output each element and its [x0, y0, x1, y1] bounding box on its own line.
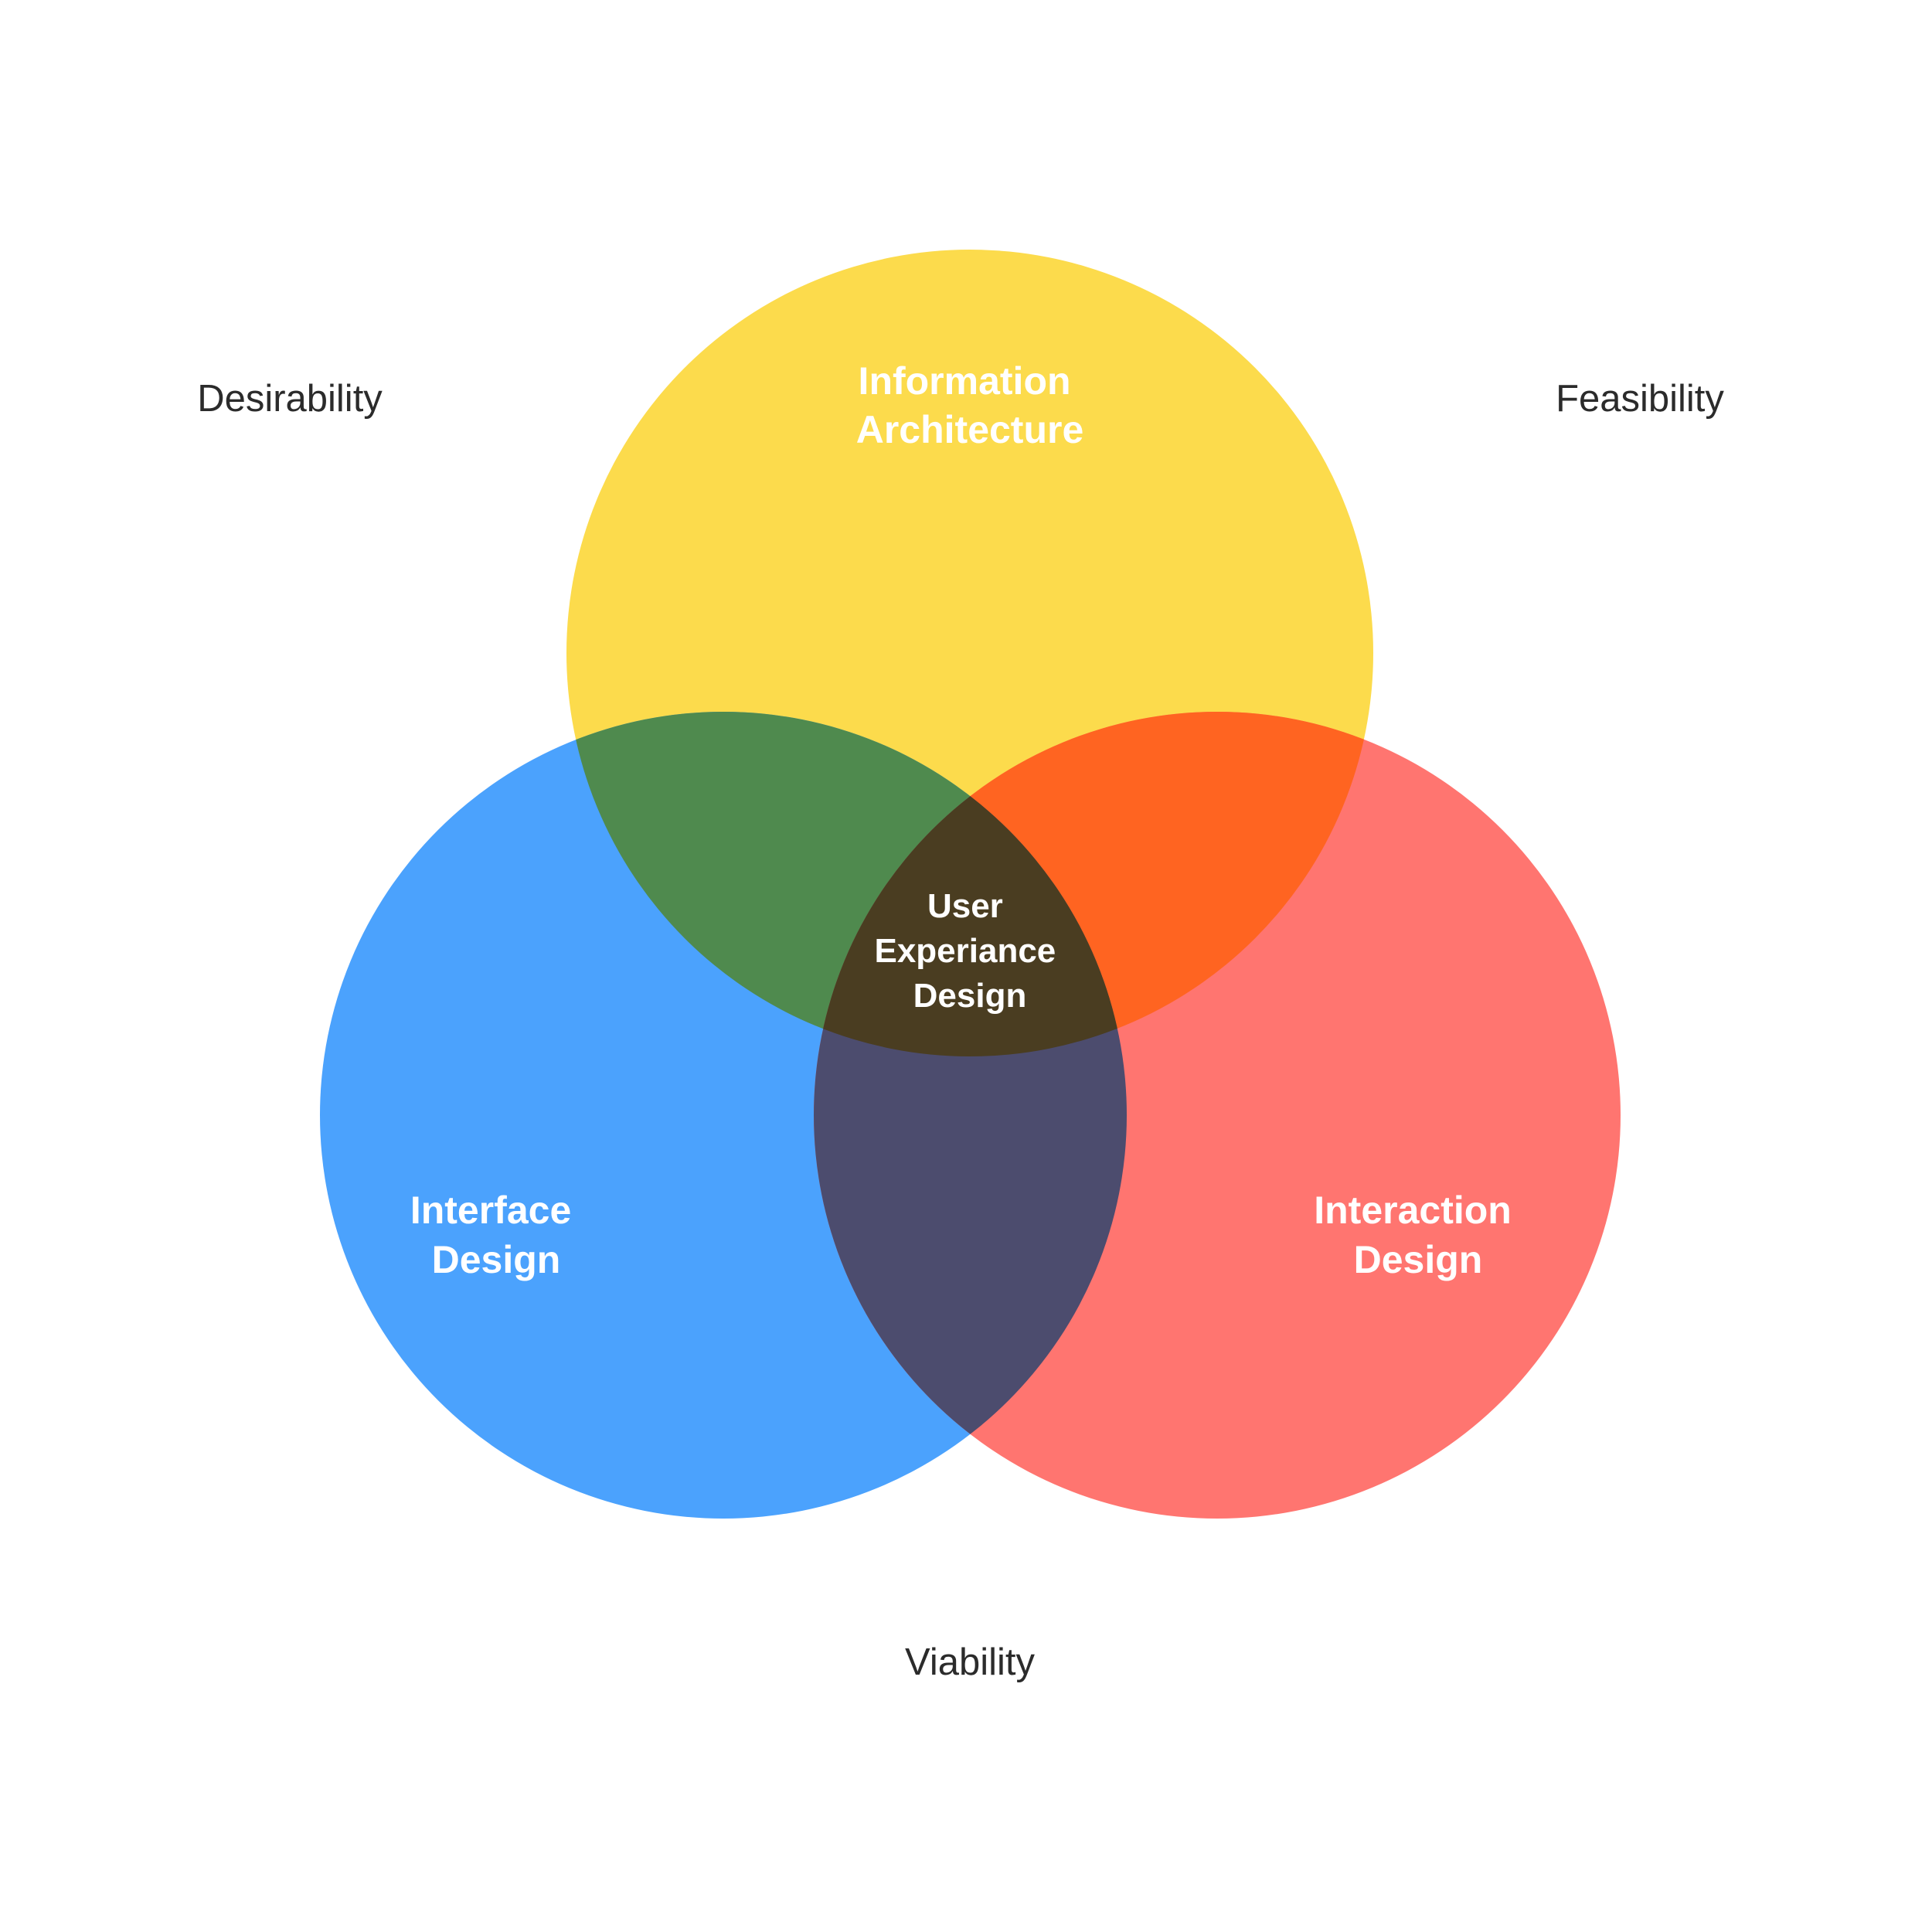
- label-line: Interaction: [1314, 1189, 1512, 1232]
- label-line: Experiance: [874, 932, 1056, 970]
- label-feasibility: Feasibility: [1556, 378, 1724, 420]
- label-information-architecture: Information Architecture: [856, 359, 1084, 451]
- label-line: Design: [432, 1238, 561, 1281]
- label-line: Information: [859, 359, 1071, 403]
- label-user-experience-design: User Experiance Design: [874, 887, 1065, 1015]
- label-interface-design: Interface Design: [410, 1189, 582, 1281]
- label-line: Design: [913, 977, 1027, 1015]
- label-line: Design: [1354, 1238, 1483, 1281]
- intersection-top-left: [566, 712, 1127, 1056]
- label-interaction-design: Interaction Design: [1314, 1189, 1522, 1281]
- label-desirability: Desirability: [197, 378, 383, 420]
- label-line: Architecture: [856, 408, 1084, 451]
- intersection-center: [814, 712, 1127, 1056]
- intersection-top-right: [814, 712, 1373, 1056]
- label-line: User: [927, 887, 1003, 925]
- label-viability: Viability: [905, 1641, 1035, 1683]
- label-line: Interface: [410, 1189, 571, 1232]
